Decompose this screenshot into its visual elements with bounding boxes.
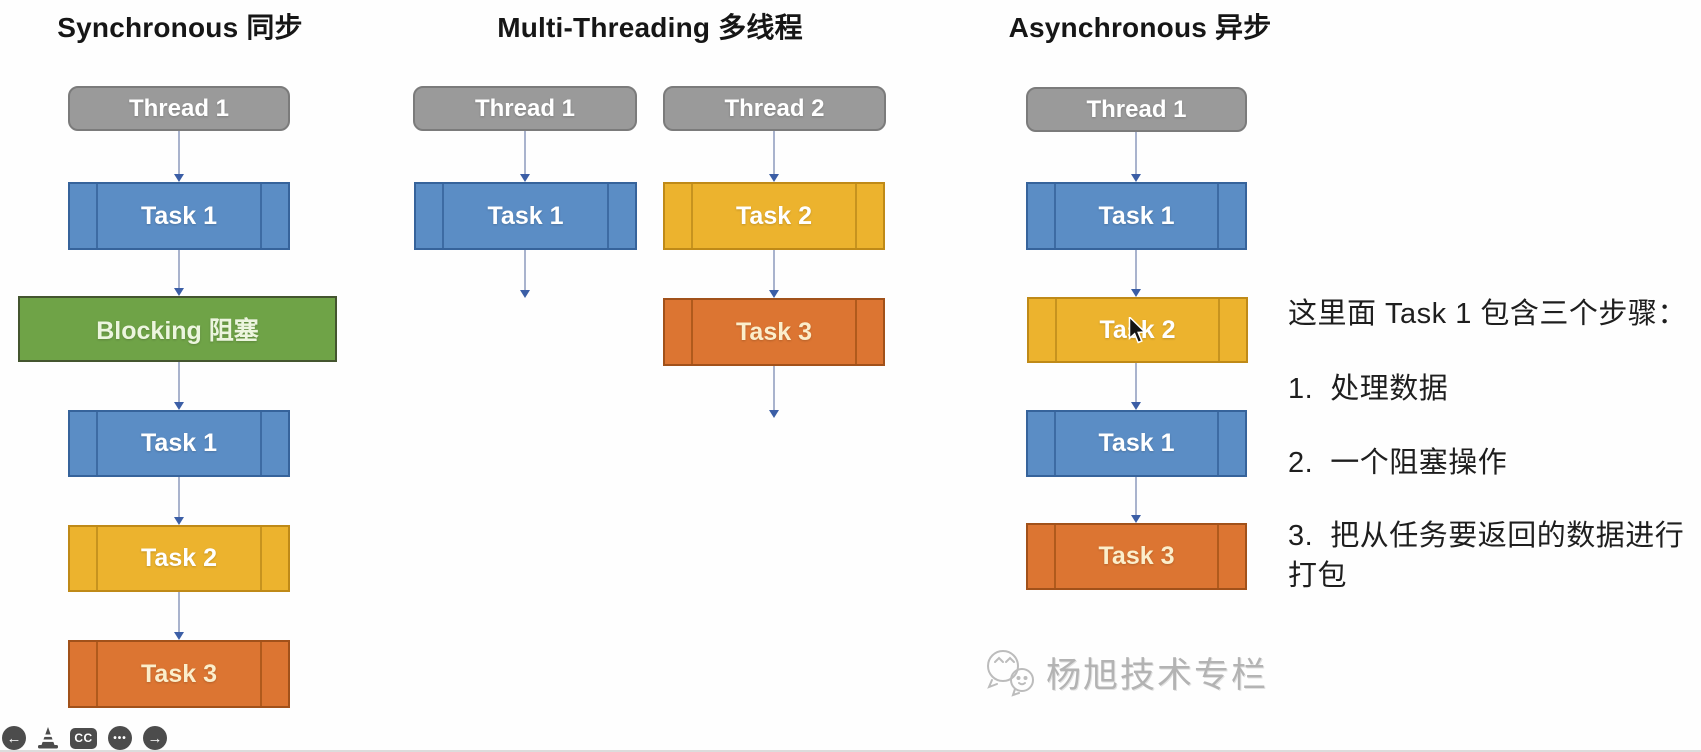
task-box-label: Task 1 bbox=[487, 201, 564, 230]
task-box: Task 1 bbox=[1026, 182, 1247, 250]
more-options-button[interactable]: ••• bbox=[108, 726, 132, 750]
thread-box: Thread 2 bbox=[663, 86, 886, 131]
task-box-label: Task 1 bbox=[141, 201, 217, 230]
task-box-label: Task 3 bbox=[736, 317, 812, 346]
task-box-label: Task 2 bbox=[141, 544, 217, 572]
arrow-down-icon bbox=[519, 250, 531, 298]
bottom-edge-line bbox=[0, 750, 1701, 752]
thread-box-label: Thread 1 bbox=[1086, 95, 1187, 123]
thread-box-label: Thread 1 bbox=[128, 94, 230, 122]
arrow-down-icon bbox=[768, 131, 780, 182]
watermark-text: 杨旭技术专栏 bbox=[1046, 655, 1269, 695]
task-box: Task 2 bbox=[68, 525, 290, 592]
task-box-label: Task 1 bbox=[1098, 429, 1175, 457]
note-item-2: 2. 一个阻塞操作 bbox=[1288, 447, 1508, 479]
task-box: Task 3 bbox=[1026, 523, 1247, 590]
column-title-synchronous: Synchronous 同步 bbox=[57, 12, 303, 43]
forward-arrow-button[interactable]: → bbox=[143, 726, 167, 750]
task-box-label: Task 2 bbox=[736, 201, 812, 230]
task-box-label: Task 3 bbox=[141, 659, 217, 688]
arrow-down-icon bbox=[173, 362, 185, 410]
task-box: Task 3 bbox=[663, 298, 885, 366]
note-item-3: 3. 把从任务要返回的数据进行打包 bbox=[1288, 520, 1685, 592]
mouse-cursor-icon bbox=[1128, 317, 1146, 344]
task-box-label: Task 3 bbox=[1098, 542, 1175, 570]
cc-subtitles-button[interactable]: CC bbox=[70, 727, 97, 749]
task-box: Task 1 bbox=[1026, 410, 1247, 477]
blocking-box: Blocking 阻塞 bbox=[18, 296, 337, 362]
task-box: Task 1 bbox=[414, 182, 637, 250]
watermark: 杨旭技术专栏 bbox=[982, 646, 1268, 698]
thread-box-label: Thread 2 bbox=[724, 94, 825, 122]
arrow-down-icon bbox=[1130, 363, 1142, 410]
task-box: Task 3 bbox=[68, 640, 290, 708]
column-title-multithreading: Multi-Threading 多线程 bbox=[497, 12, 803, 43]
back-arrow-button[interactable]: ← bbox=[2, 726, 26, 750]
blocking-box-label: Blocking 阻塞 bbox=[96, 317, 259, 345]
arrow-down-icon bbox=[1130, 250, 1142, 297]
task-box: Task 1 bbox=[68, 410, 290, 477]
task-box-label: Task 1 bbox=[141, 429, 217, 457]
arrow-down-icon bbox=[173, 131, 185, 182]
task-box: Task 2 bbox=[663, 182, 885, 250]
arrow-down-icon bbox=[173, 477, 185, 525]
task-box-label: Task 1 bbox=[1098, 201, 1175, 230]
thread-box: Thread 1 bbox=[68, 86, 290, 131]
arrow-down-icon bbox=[768, 366, 780, 418]
arrow-down-icon bbox=[173, 250, 185, 296]
thread-box: Thread 1 bbox=[1026, 87, 1247, 132]
note-item-1: 1. 处理数据 bbox=[1288, 373, 1449, 405]
arrow-down-icon bbox=[1130, 477, 1142, 523]
player-controls: ← CC ••• → bbox=[2, 726, 167, 750]
arrow-down-icon bbox=[519, 131, 531, 182]
back-arrow-glyph: ← bbox=[6, 729, 22, 747]
arrow-down-icon bbox=[173, 592, 185, 640]
column-title-asynchronous: Asynchronous 异步 bbox=[1008, 12, 1272, 43]
ellipsis-glyph: ••• bbox=[113, 732, 127, 744]
cc-label: CC bbox=[74, 731, 93, 745]
chat-bubbles-logo-icon bbox=[987, 650, 1034, 697]
arrow-down-icon bbox=[1130, 132, 1142, 182]
task-box: Task 1 bbox=[68, 182, 290, 250]
note-heading: 这里面 Task 1 包含三个步骤： bbox=[1288, 298, 1687, 330]
arrow-down-icon bbox=[768, 250, 780, 298]
traffic-cone-icon[interactable] bbox=[37, 726, 59, 750]
thread-box-label: Thread 1 bbox=[474, 94, 576, 122]
thread-box: Thread 1 bbox=[413, 86, 637, 131]
forward-arrow-glyph: → bbox=[147, 729, 163, 747]
task-box: Task 2 bbox=[1027, 297, 1248, 363]
